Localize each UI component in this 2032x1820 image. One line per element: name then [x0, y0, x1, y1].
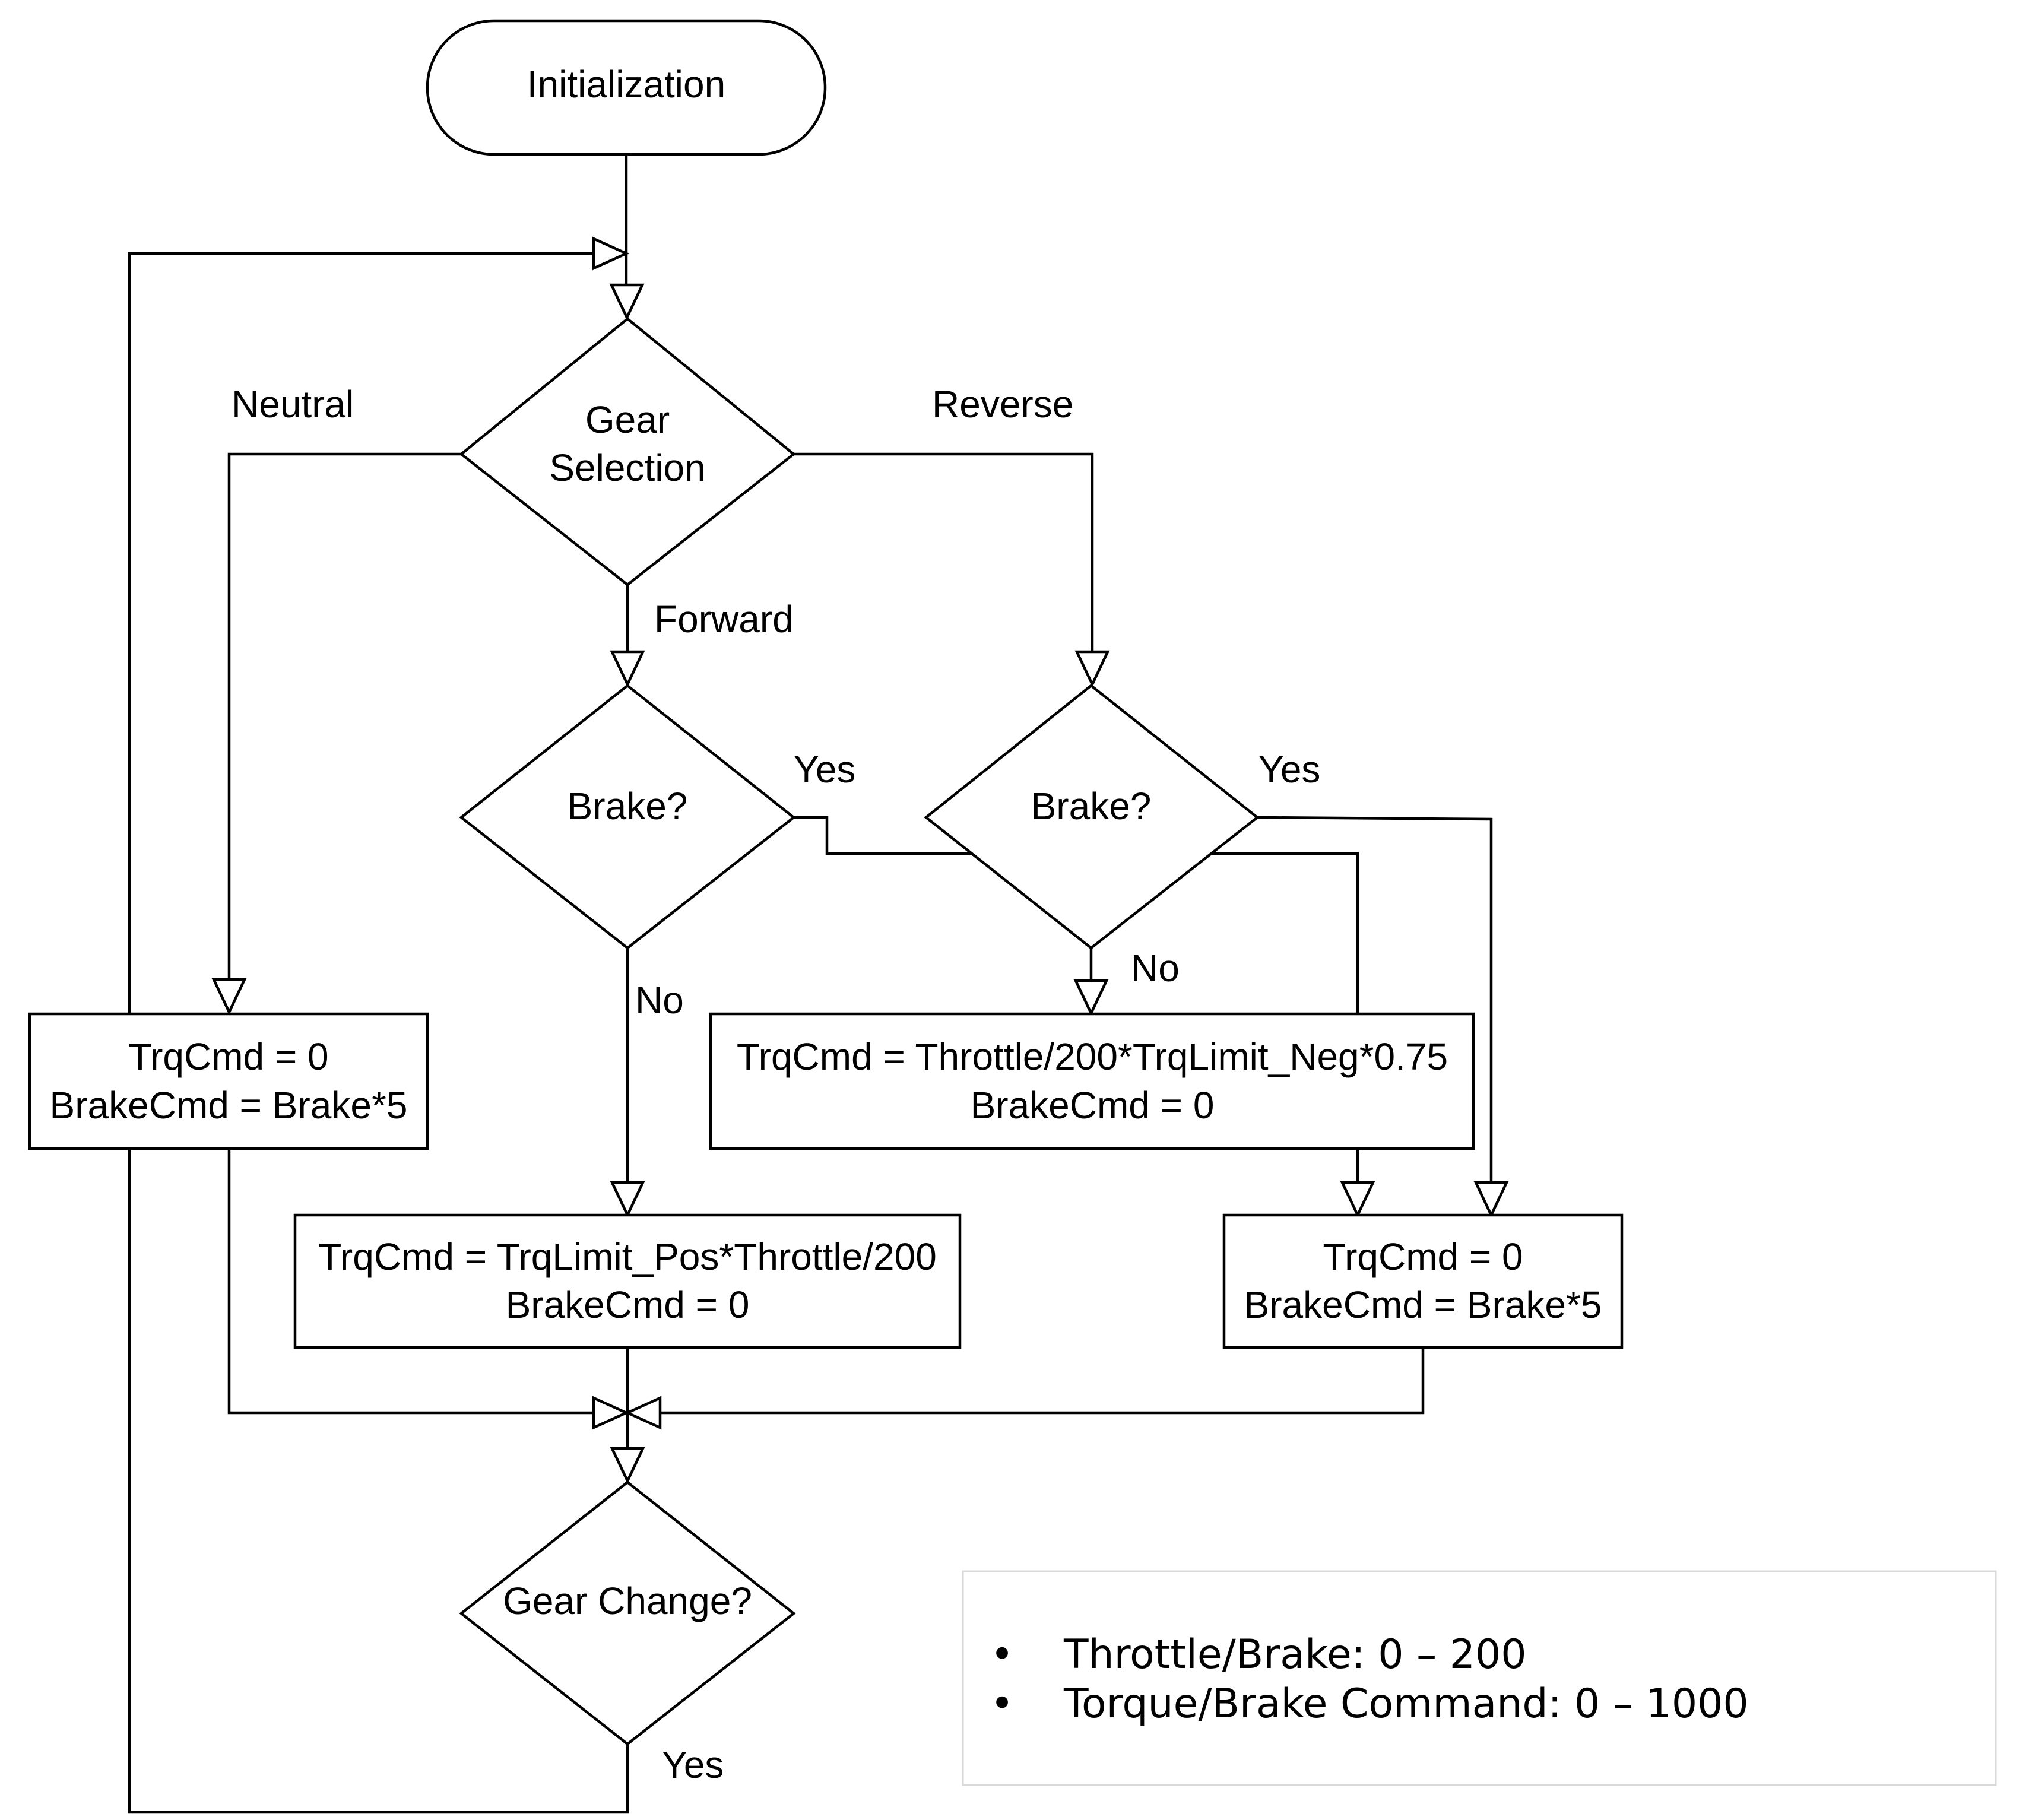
edge-forward-brake-yes: [794, 816, 1359, 1014]
arrowhead-into-brake-box-left: [1340, 1181, 1375, 1219]
node-gear-change: Gear Change?: [459, 1480, 796, 1746]
neutral-process-box: [28, 1012, 429, 1150]
node-brake-box: TrqCmd = 0 BrakeCmd = Brake*5: [1222, 1213, 1624, 1349]
neutral-box-line1: TrqCmd = 0: [128, 1035, 328, 1078]
gear-selection-label-line2: Selection: [549, 446, 705, 489]
label-yes-forward-brake: Yes: [794, 748, 855, 791]
label-forward: Forward: [654, 598, 794, 641]
reverse-box-line1: TrqCmd = Throttle/200*TrqLimit_Neg*0.75: [737, 1035, 1448, 1078]
notes-panel: • Throttle/Brake: 0 – 200 • Torque/Brake…: [962, 1570, 1997, 1786]
notes-box: [962, 1570, 1997, 1786]
label-neutral: Neutral: [232, 383, 354, 426]
label-yes-reverse-brake: Yes: [1258, 748, 1320, 791]
notes-bullet-2: •: [990, 1681, 1014, 1727]
reverse-process-box: [709, 1012, 1475, 1150]
arrowhead-into-neutral-box: [211, 978, 247, 1016]
brake-box-line1: TrqCmd = 0: [1323, 1235, 1523, 1278]
neutral-box-line2: BrakeCmd = Brake*5: [50, 1084, 408, 1127]
arrowhead-merge-right: [624, 1396, 662, 1430]
arrowhead-into-reverse-brake: [1074, 650, 1110, 688]
edge-reverse-brake-yes: [1257, 816, 1493, 1190]
edge-loopback: [128, 252, 594, 1014]
gear-selection-diamond: [459, 317, 796, 586]
edge-neutral-box-to-merge: [227, 1149, 594, 1415]
gear-change-label: Gear Change?: [503, 1580, 752, 1622]
edge-gear-change-yes-loop: [128, 1149, 629, 1814]
edge-labels: Neutral Reverse Forward Yes Yes No No Ye…: [232, 383, 1320, 1786]
initialization-label: Initialization: [527, 63, 725, 106]
brake-forward-label: Brake?: [568, 785, 688, 827]
edge-neutral: [227, 452, 463, 979]
connectors: [128, 154, 1493, 1814]
gear-change-diamond: [459, 1480, 796, 1746]
brake-box-line2: BrakeCmd = Brake*5: [1244, 1283, 1602, 1326]
brake-reverse-diamond: [924, 684, 1260, 950]
notes-item-2: Torque/Brake Command: 0 – 1000: [1063, 1681, 1749, 1727]
arrow-heads: [211, 236, 1509, 1485]
label-no-forward-brake: No: [635, 979, 684, 1022]
node-forward-box: TrqCmd = TrqLimit_Pos*Throttle/200 Brake…: [293, 1213, 962, 1349]
edge-brake-box-to-merge: [660, 1347, 1425, 1415]
label-reverse: Reverse: [932, 383, 1073, 426]
node-neutral-box: TrqCmd = 0 BrakeCmd = Brake*5: [28, 1012, 429, 1150]
initialization-terminal: [426, 19, 827, 156]
node-initialization: Initialization: [426, 19, 827, 156]
arrowhead-into-brake-box-right: [1473, 1181, 1509, 1219]
notes-item-1: Throttle/Brake: 0 – 200: [1063, 1631, 1527, 1678]
node-gear-selection: Gear Selection: [459, 317, 796, 586]
forward-box-line2: BrakeCmd = 0: [506, 1283, 750, 1326]
label-yes-gear-change: Yes: [662, 1743, 724, 1786]
brake-process-box: [1222, 1213, 1624, 1349]
arrowhead-into-forward-brake: [610, 650, 645, 688]
gear-selection-label-line1: Gear: [585, 398, 670, 441]
arrowhead-loopback-join: [592, 236, 630, 271]
brake-reverse-label: Brake?: [1031, 785, 1152, 827]
label-no-reverse-brake: No: [1131, 947, 1180, 990]
arrowhead-into-reverse-box: [1073, 979, 1109, 1017]
arrowhead-into-gear-change: [610, 1447, 645, 1485]
arrowhead-merge-left: [592, 1396, 630, 1430]
edge-reverse: [794, 452, 1094, 652]
node-brake-forward: Brake?: [459, 684, 796, 950]
node-brake-reverse: Brake?: [924, 684, 1260, 950]
arrowhead-into-forward-box: [610, 1181, 645, 1219]
forward-box-line1: TrqCmd = TrqLimit_Pos*Throttle/200: [318, 1235, 937, 1278]
arrowhead-into-gear-selection: [609, 283, 645, 321]
forward-process-box: [293, 1213, 962, 1349]
notes-bullet-1: •: [990, 1631, 1014, 1678]
brake-forward-diamond: [459, 684, 796, 950]
reverse-box-line2: BrakeCmd = 0: [971, 1084, 1215, 1127]
node-reverse-box: TrqCmd = Throttle/200*TrqLimit_Neg*0.75 …: [709, 1012, 1475, 1150]
